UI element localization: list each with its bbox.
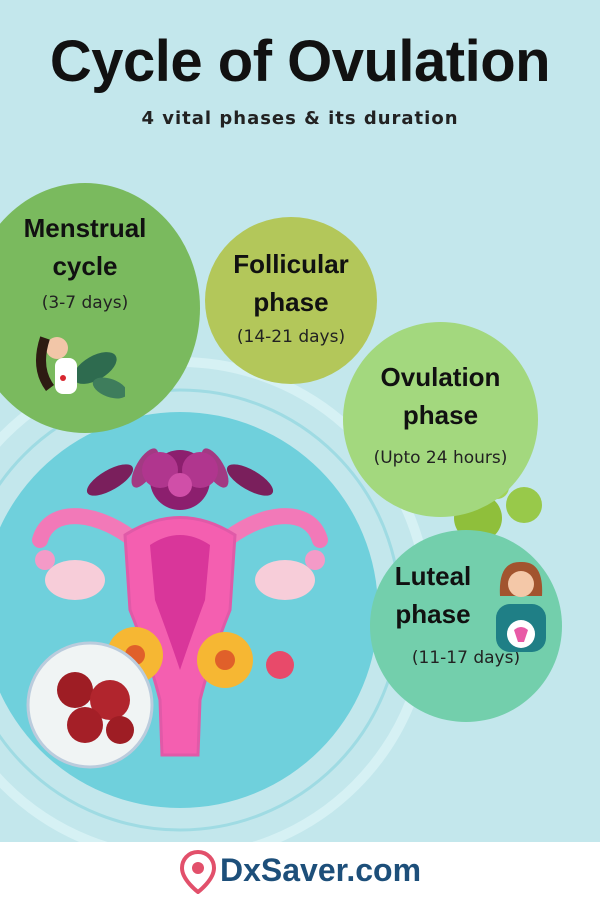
phase-ovulation-title-line1: Ovulation (380, 362, 501, 392)
phase-menstrual-title-line2: cycle (52, 251, 118, 281)
page-title: Cycle of Ovulation (49, 29, 551, 94)
phase-luteal-title-line2: phase (395, 599, 471, 629)
brand-logo-text[interactable]: DxSaver.com (220, 852, 422, 888)
phase-luteal-title-line1: Luteal (394, 561, 472, 591)
location-pin-icon (180, 850, 216, 894)
phase-follicular-duration: (14-21 days) (236, 327, 346, 347)
phase-ovulation-duration: (Upto 24 hours) (373, 448, 508, 468)
footer: DxSaver.com (0, 842, 600, 900)
phase-luteal-title: Luteal phase (378, 557, 488, 633)
phase-ovulation-title-line2: phase (402, 400, 479, 430)
woman-holding-uterus-icon (496, 561, 546, 652)
phase-follicular: Follicular phase (14-21 days) (205, 217, 377, 384)
phase-menstrual-duration: (3-7 days) (41, 293, 129, 313)
uterus-cavity (150, 535, 210, 670)
page-subtitle: 4 vital phases & its duration (141, 108, 459, 129)
phase-menstrual-title-line1: Menstrual (23, 213, 147, 243)
phase-follicular-title: Follicular phase (205, 245, 377, 321)
top-flowers (86, 448, 274, 510)
phase-follicular-title-line2: phase (253, 287, 329, 317)
phase-menstrual: Menstrual cycle (3-7 days) (0, 183, 200, 433)
woman-sitting-icon (36, 336, 125, 399)
blood-cells-dish (26, 641, 154, 769)
phase-luteal-duration: (11-17 days) (411, 648, 521, 668)
phase-ovulation: Ovulation phase (Upto 24 hours) (343, 322, 538, 517)
phase-ovulation-title: Ovulation phase (343, 358, 538, 434)
phase-follicular-title-line1: Follicular (233, 249, 349, 279)
phase-luteal: Luteal phase (11-17 days) (370, 530, 562, 722)
phase-menstrual-title: Menstrual cycle (0, 209, 200, 285)
